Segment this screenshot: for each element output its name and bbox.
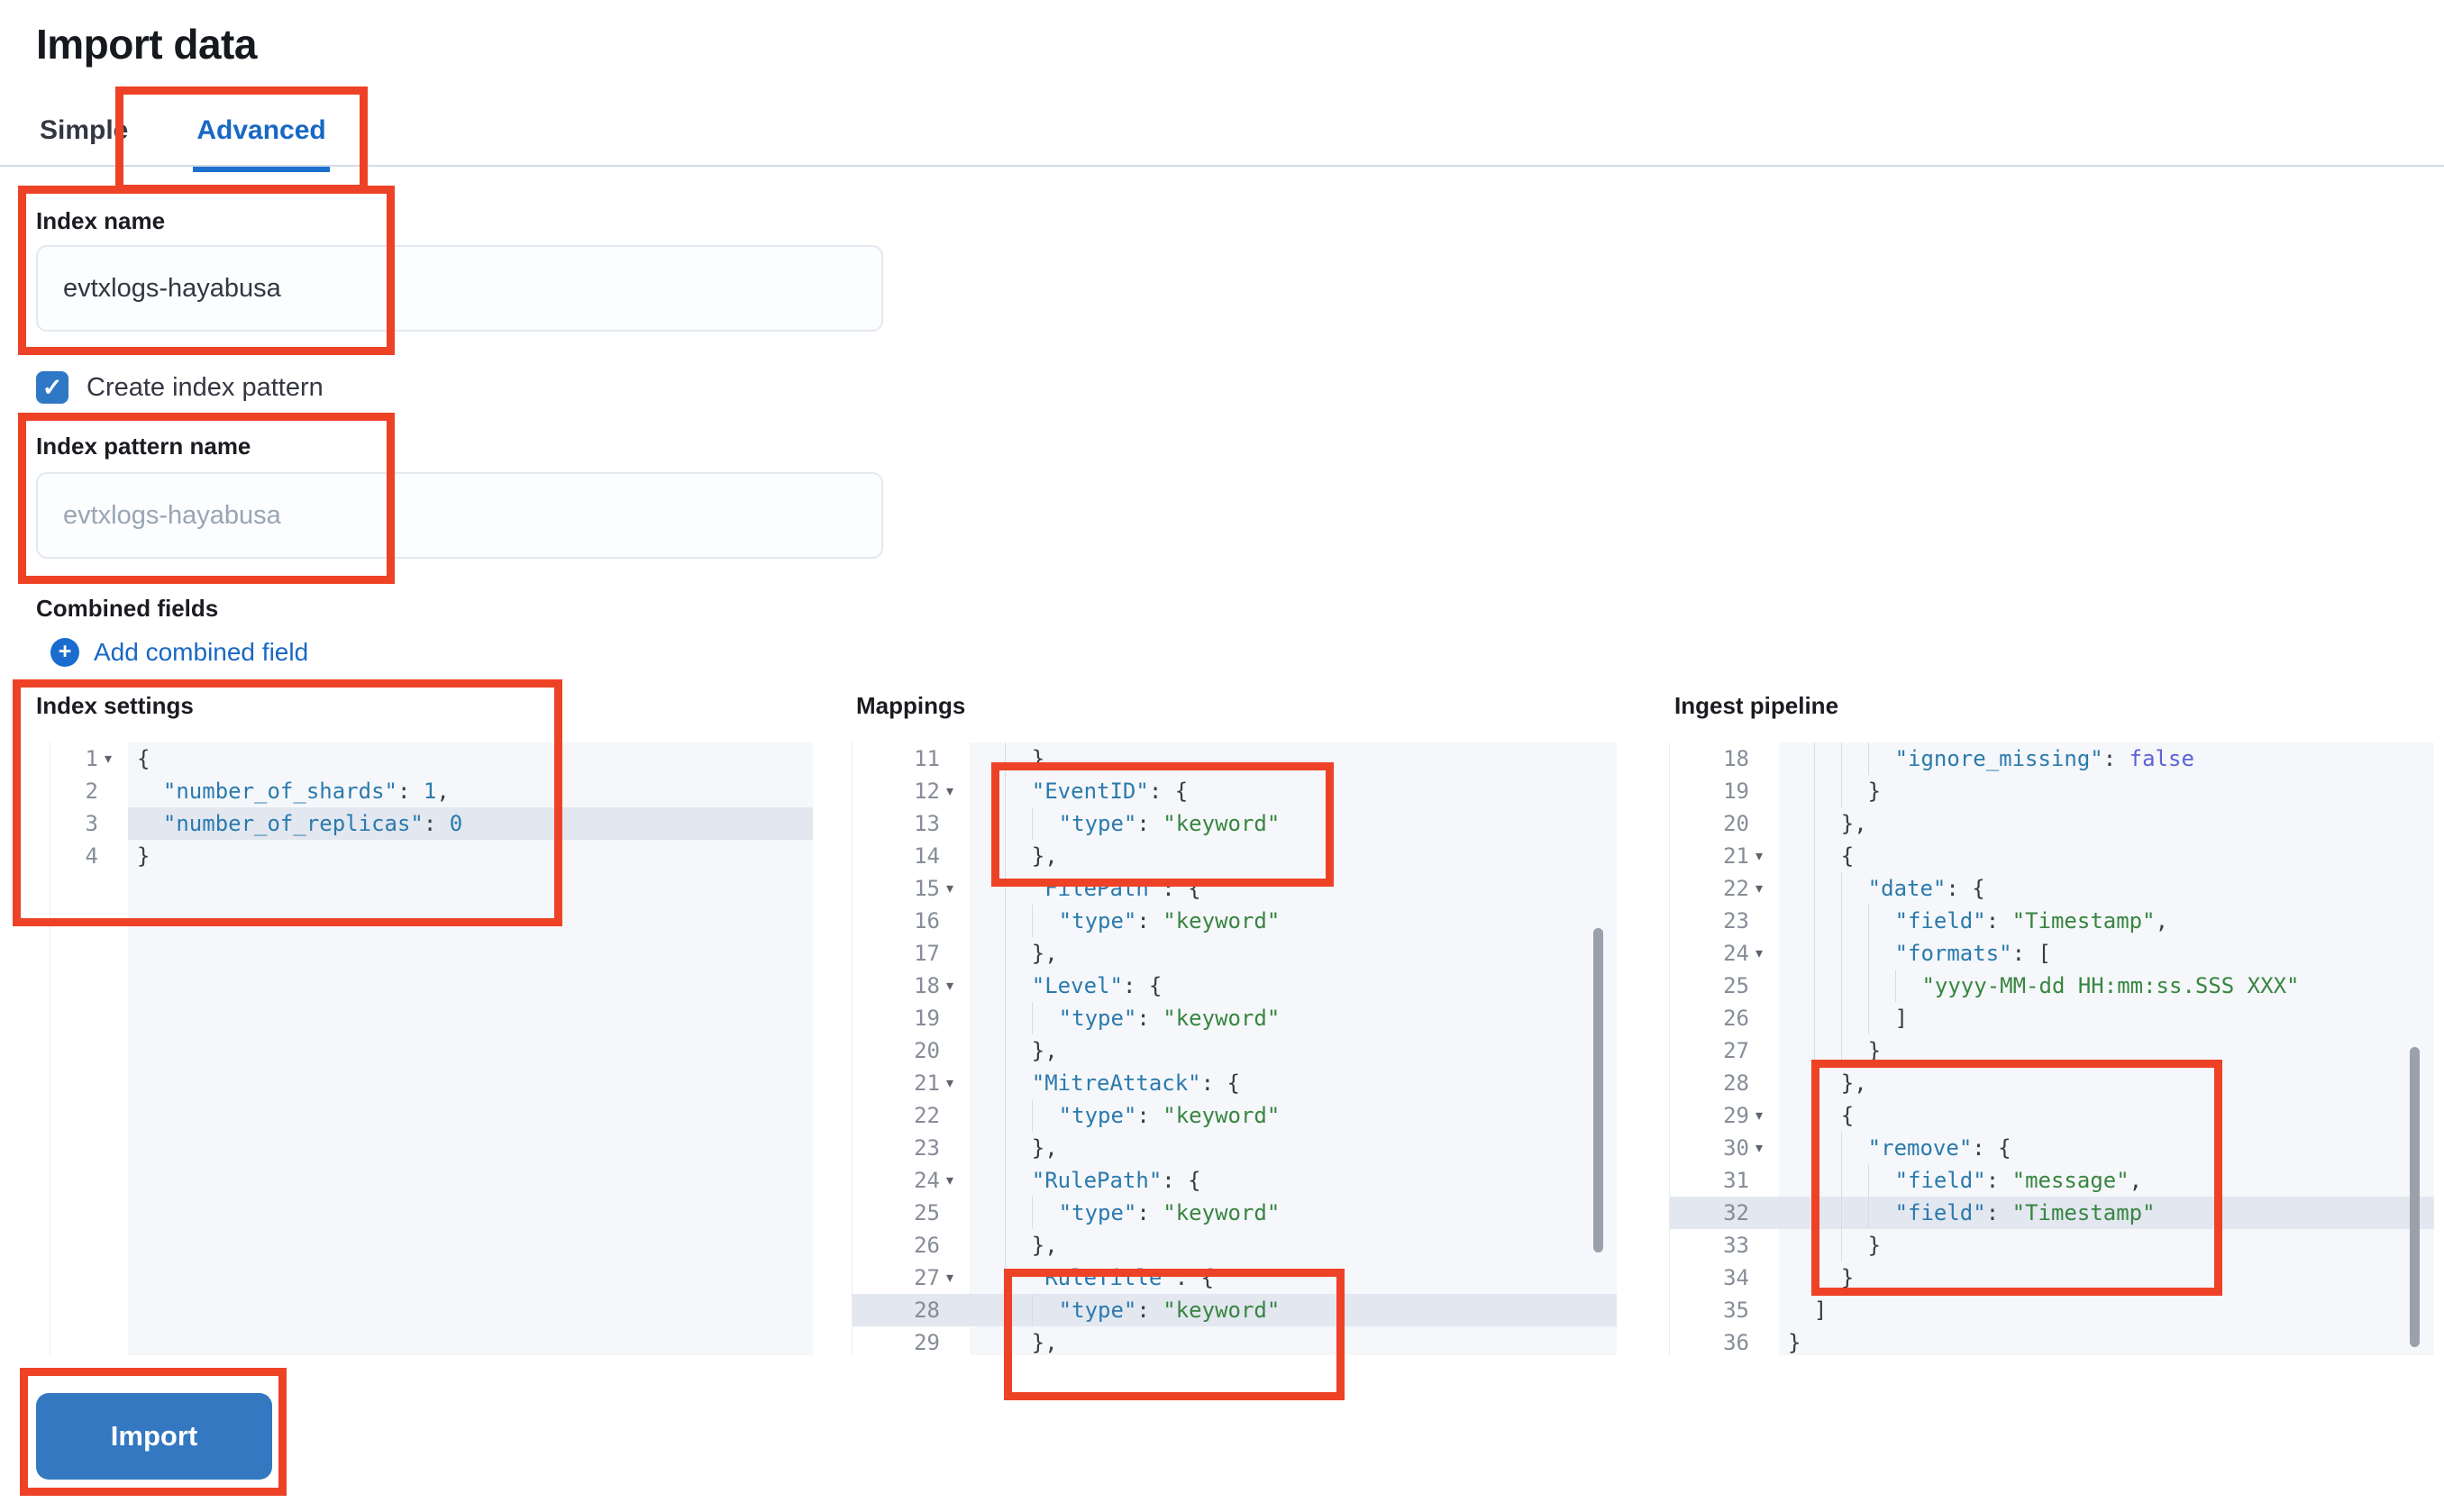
code-line: 26}, (853, 1229, 1617, 1262)
code-line: 20}, (853, 1034, 1617, 1067)
index-settings-label: Index settings (36, 692, 194, 719)
code-line: 26] (1670, 1002, 2434, 1034)
code-line: 32"field": "Timestamp" (1670, 1197, 2434, 1229)
code-line: 21▾{ (1670, 840, 2434, 872)
code-line: 1▾{ (85, 746, 150, 771)
annotation-box-eventid (991, 762, 1334, 887)
index-pattern-name-input[interactable] (36, 472, 883, 559)
code-line: 20}, (1670, 807, 2434, 840)
code-line: 17}, (853, 937, 1617, 970)
code-line: 36} (1723, 1330, 1801, 1355)
code-line: 3"number_of_replicas": 0 (50, 807, 813, 840)
code-line: 23}, (853, 1132, 1617, 1164)
code-line: 31"field": "message", (1670, 1164, 2434, 1197)
code-line: 28}, (1670, 1067, 2434, 1099)
annotation-box-ruletitle (1004, 1269, 1345, 1400)
import-button[interactable]: Import (36, 1393, 272, 1480)
tab-divider (0, 165, 2444, 167)
plus-icon: + (50, 638, 79, 667)
annotation-box-index-name (18, 186, 395, 355)
add-combined-field-link[interactable]: + Add combined field (50, 638, 308, 667)
code-line: 23"field": "Timestamp", (1670, 905, 2434, 937)
code-line: 18"ignore_missing": false (1670, 742, 2434, 775)
annotation-box-remove-processor (1811, 1060, 2222, 1296)
code-line: 25"type": "keyword" (853, 1197, 1617, 1229)
code-line: 29}, (853, 1326, 1617, 1355)
create-index-pattern-label: Create index pattern (87, 373, 324, 402)
tab-simple[interactable]: Simple (40, 115, 129, 145)
ingest-pipeline-scrollbar[interactable] (2410, 1047, 2420, 1347)
code-line: 16"type": "keyword" (853, 905, 1617, 937)
code-line: 2"number_of_shards": 1, (85, 779, 450, 804)
mappings-editor[interactable]: 11},12▾"EventID": {13"type": "keyword"14… (852, 742, 1617, 1355)
code-line: 19"type": "keyword" (853, 1002, 1617, 1034)
tab-bar: Simple Advanced (36, 108, 330, 172)
index-pattern-name-label: Index pattern name (36, 433, 251, 460)
code-line: 29▾{ (1670, 1099, 2434, 1132)
index-name-label: Index name (36, 207, 166, 234)
mappings-scrollbar[interactable] (1593, 928, 1603, 1252)
code-line: 24▾"formats": [ (1670, 937, 2434, 970)
annotation-box-index-settings (13, 679, 562, 926)
combined-fields-heading: Combined fields (36, 595, 219, 622)
annotation-box-advanced-tab (115, 87, 368, 193)
code-line: 28"type": "keyword" (853, 1294, 1617, 1326)
ingest-pipeline-label: Ingest pipeline (1674, 692, 1839, 719)
code-line: 24▾"RulePath": { (853, 1164, 1617, 1197)
mappings-label: Mappings (856, 692, 966, 719)
annotation-box-import-button (20, 1368, 287, 1496)
code-line: 14}, (853, 840, 1617, 872)
index-name-input[interactable] (36, 245, 883, 332)
page-title: Import data (36, 21, 257, 68)
code-line: 13"type": "keyword" (853, 807, 1617, 840)
add-combined-field-label: Add combined field (94, 638, 309, 666)
code-line: 27} (1670, 1034, 2434, 1067)
tab-advanced[interactable]: Advanced (193, 108, 330, 172)
code-line: 12▾"EventID": { (853, 775, 1617, 807)
code-line: 35] (1723, 1298, 1828, 1323)
code-line: 18▾"Level": { (853, 970, 1617, 1002)
annotation-box-index-pattern-name (18, 413, 395, 584)
code-line: 19} (1670, 775, 2434, 807)
code-line: 22"type": "keyword" (853, 1099, 1617, 1132)
code-line: 21▾"MitreAttack": { (853, 1067, 1617, 1099)
code-line: 25"yyyy-MM-dd HH:mm:ss.SSS XXX" (1670, 970, 2434, 1002)
code-line: 4} (85, 843, 150, 869)
create-index-pattern-checkbox[interactable]: ✓ (36, 371, 68, 404)
code-line: 22▾"date": { (1670, 872, 2434, 905)
index-settings-editor[interactable]: 1▾{ 2"number_of_shards": 1, 3"number_of_re… (50, 742, 813, 1355)
